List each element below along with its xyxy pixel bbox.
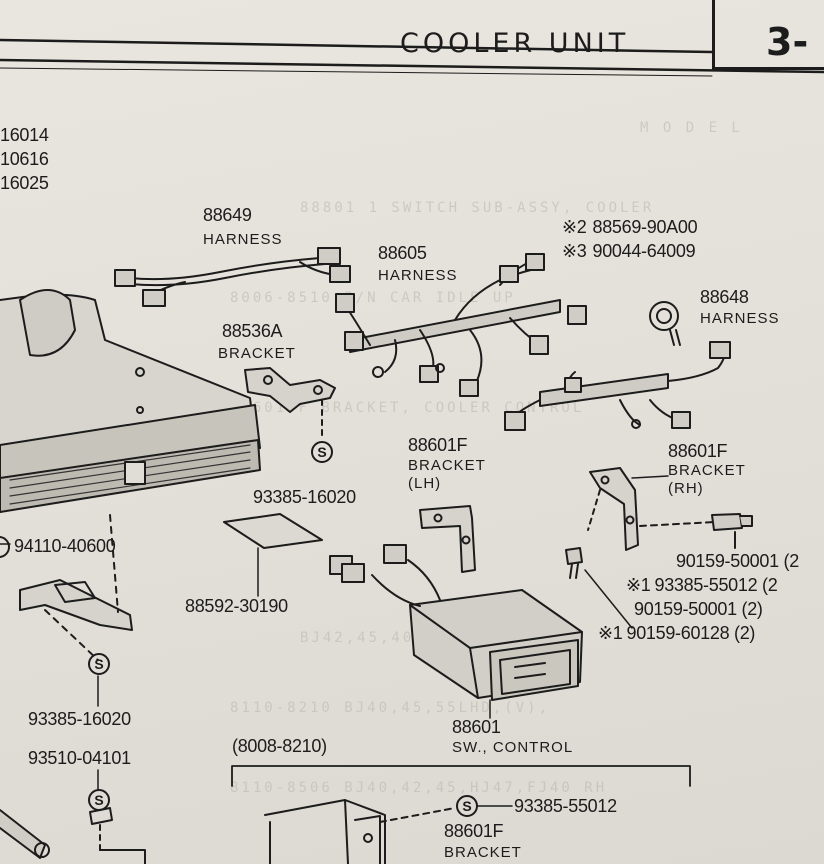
bracket-88601F-rh-drawing [587,467,669,551]
mark-symbol: ※2 [562,217,587,237]
bolt-drawings [565,513,753,629]
left-code: 10616 [0,149,49,169]
part-name-88648: HARNESS [700,310,780,327]
part-number-88649[interactable]: 88649 [203,205,252,225]
bracket-88536A-drawing [244,367,336,441]
fastener-number: 94110-40600 [14,535,116,556]
mark-symbol: ※1 [598,623,623,643]
page-number-box [712,0,824,70]
right-list-item[interactable]: 90159-50001 (2 [676,552,799,570]
right-list-text: 90159-60128 (2) [626,623,756,643]
mark-symbol: ※3 [562,241,587,261]
part-number-88648[interactable]: 88648 [700,287,749,307]
mark-symbol: ※1 [626,575,651,595]
section-title: COOLER UNIT [400,28,630,59]
lower-left-bracket-drawing [0,514,146,864]
harness-88605-drawing [335,253,587,397]
clip-88569-drawing [649,301,681,346]
part-name-88601F-rh: BRACKET [668,462,746,479]
fastener-93510-04101[interactable]: 93510-04101 [28,748,131,768]
part-side-rh: (RH) [668,480,704,497]
right-list-text: 93385-55012 (2 [654,575,778,595]
part-name-88601: SW., CONTROL [452,739,574,756]
part-number-88592-30190[interactable]: 88592-30190 [185,596,288,616]
background-ghost-text: 88601 F BRACKET, COOLER CONTROL [230,400,585,416]
control-switch-88601-drawing [329,544,583,719]
page-number: 3- [766,20,809,64]
background-ghost-text: 88801 1 SWITCH SUB-ASSY, COOLER [300,200,655,216]
part-number-88601F-rh[interactable]: 88601F [668,441,728,461]
pad-88592-drawing [223,513,323,597]
bracket-88601F-lh-drawing [419,505,476,573]
part-number-88601F-lh[interactable]: 88601F [408,435,468,455]
left-code: 16014 [0,125,49,145]
right-list-item[interactable]: 90159-50001 (2) [634,600,763,618]
part-number-88605[interactable]: 88605 [378,243,427,263]
part-number-88601[interactable]: 88601 [452,717,501,737]
background-ghost-text: 8006-8510 P/N CAR IDLE UP [230,290,516,306]
right-list-text: 90159-50001 (2 [676,551,799,571]
part-name-88601F-bottom: BRACKET [444,844,522,861]
fastener-94110-40600[interactable]: 94110-40600 [0,535,116,558]
s-mark-icon: S [456,795,478,817]
left-code: 16025 [0,173,49,193]
background-ghost-text: M O D E L [640,120,743,136]
part-name-88536A: BRACKET [218,345,296,362]
part-side-lh: (LH) [408,475,442,492]
fastener-93385-55012[interactable]: 93385-55012 [514,796,617,816]
marked-part-number: 88569-90A00 [592,217,698,237]
marked-part-number: 90044-64009 [592,241,696,261]
fastener-93385-16020[interactable]: 93385-16020 [253,487,356,507]
harness-88648-drawing [504,341,731,431]
part-name-88605: HARNESS [378,267,458,284]
part-name-88649: HARNESS [203,231,283,248]
part-number-88601F-bottom[interactable]: 88601F [444,821,504,841]
part-name-88601F-lh: BRACKET [408,457,486,474]
fastener-93385-16020-lower[interactable]: 93385-16020 [28,709,131,729]
s-mark-icon: S [88,653,110,675]
background-ghost-text: 8110-8210 BJ40,45,55LHD,(V), [230,700,551,716]
s-mark-icon: S [88,789,110,811]
range-label: (8008-8210) [232,736,327,756]
range-bracket-drawing [231,765,691,864]
harness-88649-drawing [114,247,351,307]
s-mark-icon: S [311,441,333,463]
part-number-88536A[interactable]: 88536A [222,321,283,341]
background-ghost-text: 8110-8506 BJ40,42,45,HJ47,FJ40 RH [230,780,608,796]
cooler-unit-body [0,289,261,513]
right-list-text: 90159-50001 (2) [634,599,763,619]
washer-icon [0,536,10,558]
